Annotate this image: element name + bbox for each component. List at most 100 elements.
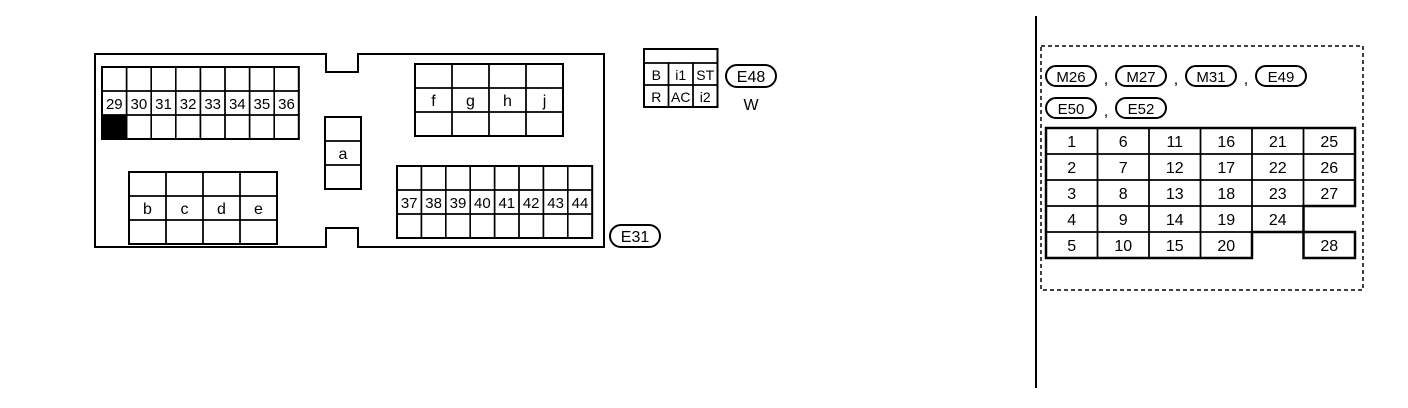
pin-label: 1 (1067, 134, 1076, 151)
pin-cell (199, 114, 226, 140)
pin-label: 39 (450, 195, 467, 212)
pin-label: 18 (1217, 186, 1235, 203)
pin-label: 15 (1166, 238, 1184, 255)
pin-cell (324, 164, 362, 190)
pin-cell (414, 63, 453, 89)
pin-label: 25 (1320, 134, 1338, 151)
pin-label: 43 (547, 195, 564, 212)
pin-cell (525, 111, 564, 137)
separator-comma: , (1104, 71, 1108, 88)
pin-label: 20 (1217, 238, 1235, 255)
pin-label: 12 (1166, 160, 1184, 177)
connector-id-label: M26 (1056, 69, 1085, 86)
pin-cell (101, 66, 128, 92)
pin-cell (420, 165, 447, 191)
pin-label: j (542, 93, 547, 110)
pin-cell (414, 111, 453, 137)
pin-label: 28 (1320, 238, 1338, 255)
pin-cell (692, 84, 719, 108)
pin-label: f (431, 93, 436, 110)
pin-label: 26 (1320, 160, 1338, 177)
pin-cell (175, 114, 202, 140)
pin-label: 36 (278, 96, 295, 113)
pin-cell (451, 111, 490, 137)
pin-cell (542, 213, 569, 239)
connector-id-badge (1115, 97, 1167, 119)
pin-cell (493, 213, 520, 239)
pin-cell (150, 66, 177, 92)
pin-label: c (181, 201, 189, 218)
pin-cell (469, 165, 496, 191)
pin-label: 13 (1166, 186, 1184, 203)
pin-label: 33 (204, 96, 221, 113)
pin-label: 9 (1119, 212, 1128, 229)
pin-label: 2 (1067, 160, 1076, 177)
pin-cell (202, 171, 241, 197)
pin-label: 6 (1119, 134, 1128, 151)
pin-label: 24 (1269, 212, 1287, 229)
pin-cell (525, 63, 564, 89)
pin-label: 5 (1067, 238, 1076, 255)
pin-label: 3 (1067, 186, 1076, 203)
connector-id-label: M27 (1126, 69, 1155, 86)
pin-label: h (503, 93, 512, 110)
pin-label: 40 (474, 195, 491, 212)
pin-cell (273, 66, 300, 92)
pin-label: 35 (254, 96, 271, 113)
pin-label: 30 (131, 96, 148, 113)
connector-id-badge (1045, 97, 1097, 119)
pin-cell (199, 66, 226, 92)
pin-cell (175, 66, 202, 92)
pin-label: i2 (700, 89, 711, 105)
pin-cell (567, 213, 593, 239)
connector-id-badge (1045, 65, 1097, 87)
pin-cell (396, 213, 423, 239)
pin-cell (469, 213, 496, 239)
pin-label: 41 (498, 195, 515, 212)
connector-id-label: E49 (1268, 69, 1295, 86)
pin-cell (518, 165, 545, 191)
pin-cell (273, 114, 300, 140)
pin-cell (445, 213, 471, 239)
e48-label: E48 (737, 69, 766, 86)
pin-label: a (339, 146, 348, 163)
pin-cell (396, 165, 423, 191)
pin-cell (445, 165, 471, 191)
pin-cell (420, 213, 447, 239)
pin-label: 11 (1166, 134, 1183, 151)
pin-cell (248, 114, 275, 140)
right-connector-frame (1040, 45, 1364, 291)
pin-cell (128, 219, 167, 245)
pin-cell (451, 63, 490, 89)
pin-label: 19 (1217, 212, 1235, 229)
pin-cell (224, 114, 251, 140)
connector-id-label: E50 (1058, 101, 1085, 118)
e48-color-label: W (743, 97, 759, 114)
pin-label: 17 (1217, 160, 1235, 177)
pin-label: 38 (425, 195, 442, 212)
pin-label: 4 (1067, 212, 1076, 229)
pin-cell (324, 116, 362, 142)
pin-label: 34 (229, 96, 246, 113)
pin-cell (165, 219, 204, 245)
separator-comma: , (1244, 71, 1248, 88)
pin-cell (239, 219, 278, 245)
pin-cell (125, 66, 152, 92)
connector-id-label: E52 (1128, 101, 1155, 118)
pin-cell (202, 219, 241, 245)
pin-cell (150, 114, 177, 140)
pin-cell (542, 165, 569, 191)
pin-cell (493, 165, 520, 191)
pin-label: g (466, 93, 475, 110)
pin-label: 44 (572, 195, 589, 212)
right-connector-outline (1044, 126, 1357, 260)
pin-label: 22 (1269, 160, 1287, 177)
pin-cell (248, 66, 275, 92)
e48-label-badge (725, 64, 777, 88)
pin-label: 16 (1217, 134, 1235, 151)
